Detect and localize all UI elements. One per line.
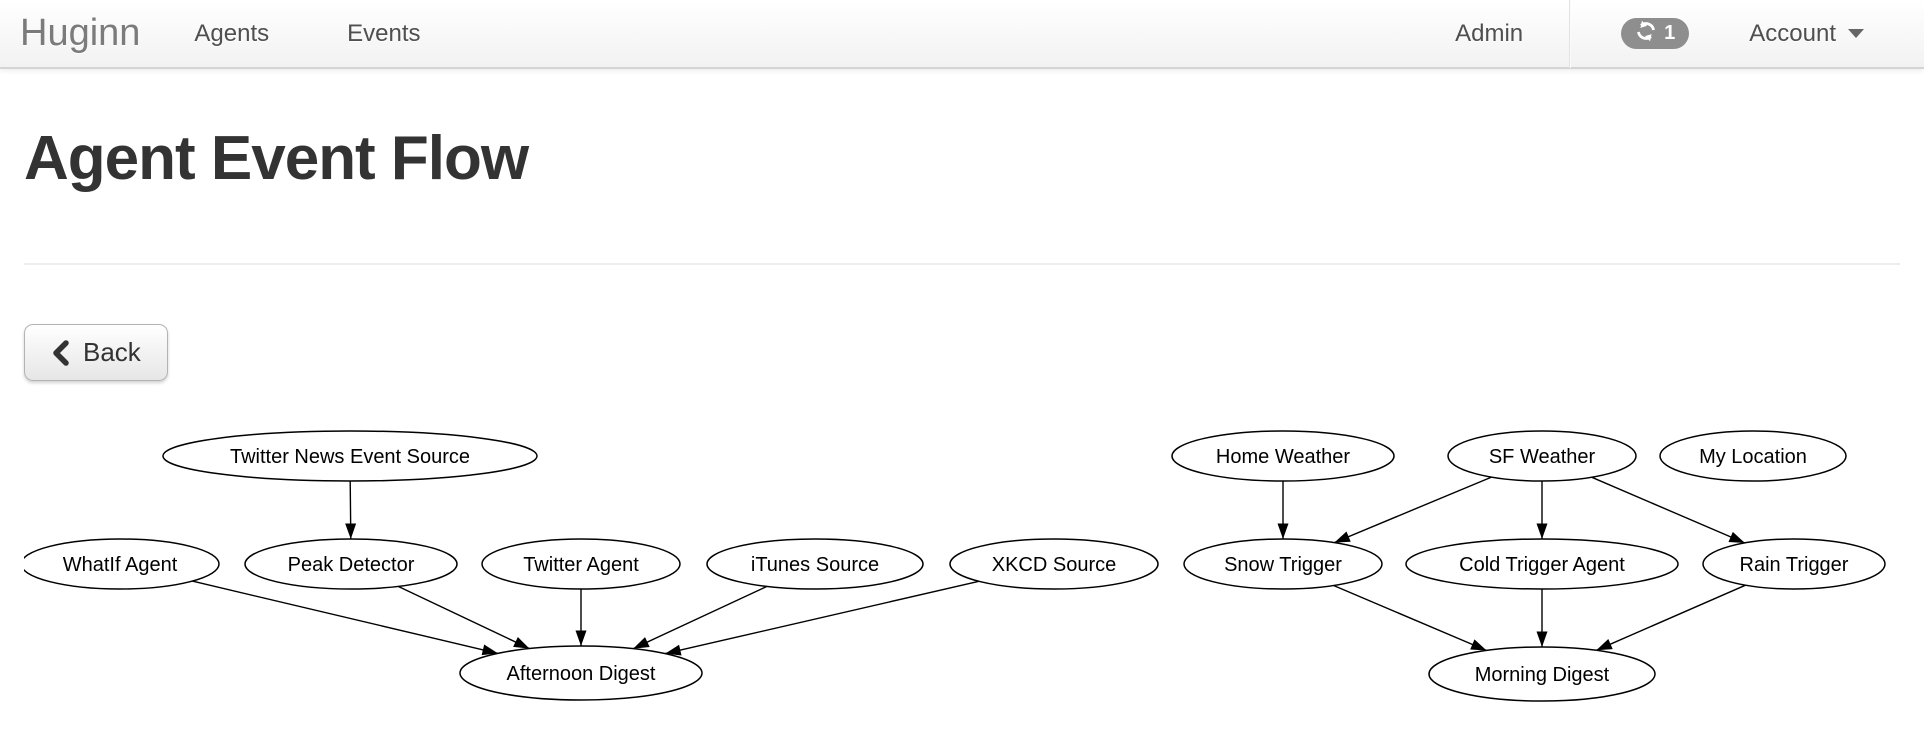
graph-node-afternoon-digest: [459, 645, 703, 701]
main-content: Agent Event Flow Back Twitter News Event…: [0, 126, 1924, 750]
graph-node-label-home-weather: Home Weather: [1216, 446, 1350, 468]
graph-node-twitter-news-event-source: [162, 430, 538, 482]
graph-node-cold-trigger-agent: [1405, 538, 1679, 590]
refresh-icon: [1635, 20, 1657, 48]
graph-node-label-sf-weather: SF Weather: [1489, 446, 1596, 468]
graph-node-itunes-source: [706, 538, 924, 590]
nav-item-agents[interactable]: Agents: [194, 19, 270, 47]
graph-node-whatif-agent: [24, 538, 220, 590]
graph-node-my-location: [1659, 430, 1847, 482]
graph-node-label-twitter-news-event-source: Twitter News Event Source: [230, 446, 470, 468]
navbar-right: Admin 1 Account: [1455, 0, 1904, 68]
back-button-label: Back: [83, 337, 141, 368]
chevron-down-icon: [1848, 29, 1864, 38]
title-divider: [24, 263, 1900, 266]
graph-edge-twitter-news-event-source-to-peak-detector: [345, 481, 357, 540]
graph-node-twitter-agent: [481, 538, 681, 590]
graph-edge-peak-detector-to-afternoon-digest: [397, 585, 530, 650]
graph-node-xkcd-source: [949, 538, 1159, 590]
graph-node-label-snow-trigger: Snow Trigger: [1224, 554, 1342, 576]
graph-edge-rain-trigger-to-morning-digest: [1596, 584, 1746, 652]
navbar-divider: [1569, 0, 1572, 68]
graph-node-sf-weather: [1447, 430, 1637, 482]
graph-node-label-rain-trigger: Rain Trigger: [1740, 554, 1849, 576]
graph-node-morning-digest: [1428, 646, 1656, 702]
back-button[interactable]: Back: [24, 324, 168, 382]
graph-edge-snow-trigger-to-morning-digest: [1333, 584, 1487, 652]
graph-node-peak-detector: [244, 538, 458, 590]
graph-edge-whatif-agent-to-afternoon-digest: [192, 580, 499, 656]
graph-node-label-itunes-source: iTunes Source: [751, 554, 879, 576]
graph-node-label-my-location: My Location: [1699, 446, 1807, 468]
graph-node-label-morning-digest: Morning Digest: [1475, 664, 1610, 686]
navbar: Huginn Agents Events Admin 1 Account: [0, 0, 1924, 69]
graph-edge-xkcd-source-to-afternoon-digest: [665, 580, 980, 656]
graph-node-label-twitter-agent: Twitter Agent: [523, 554, 639, 576]
graph-node-label-whatif-agent: WhatIf Agent: [63, 554, 178, 576]
graph-node-label-cold-trigger-agent: Cold Trigger Agent: [1459, 554, 1625, 576]
brand-huginn[interactable]: Huginn: [20, 12, 141, 54]
graph-node-rain-trigger: [1702, 538, 1886, 590]
graph-node-label-peak-detector: Peak Detector: [288, 554, 415, 576]
graph-node-label-xkcd-source: XKCD Source: [992, 554, 1117, 576]
graph-edge-itunes-source-to-afternoon-digest: [633, 585, 768, 650]
job-count: 1: [1664, 22, 1676, 44]
graph-edge-sf-weather-to-rain-trigger: [1591, 476, 1746, 544]
account-menu[interactable]: Account: [1749, 20, 1864, 48]
account-label: Account: [1749, 19, 1836, 47]
graph-node-label-afternoon-digest: Afternoon Digest: [507, 663, 656, 685]
graph-node-snow-trigger: [1183, 538, 1383, 590]
page-title: Agent Event Flow: [24, 124, 529, 193]
job-queue-badge[interactable]: 1: [1621, 18, 1690, 49]
graph-edge-sf-weather-to-snow-trigger: [1334, 476, 1492, 544]
graph-node-home-weather: [1171, 430, 1395, 482]
nav-item-admin[interactable]: Admin: [1455, 19, 1524, 47]
chevron-left-icon: [51, 339, 71, 366]
nav-item-events[interactable]: Events: [347, 19, 421, 47]
